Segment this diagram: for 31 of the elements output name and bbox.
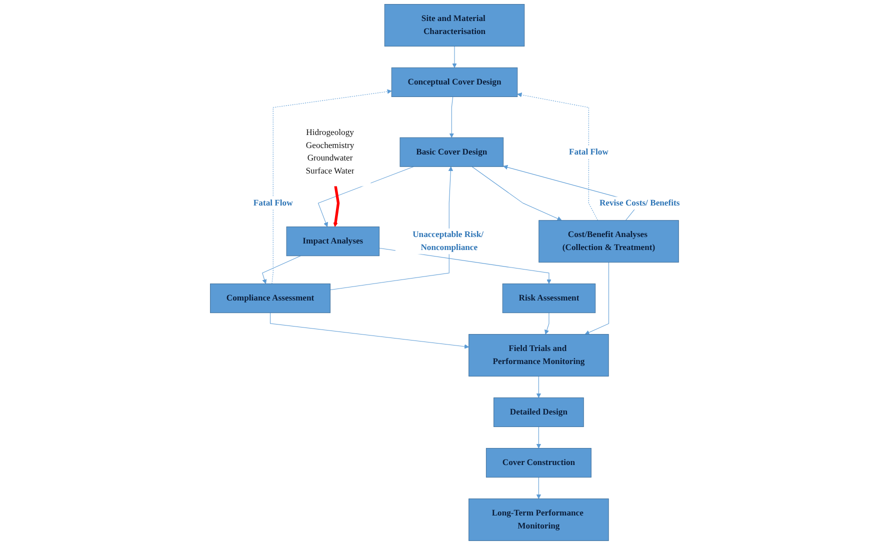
arrow xyxy=(452,46,457,68)
node-box: Long-Term Performance Monitoring xyxy=(468,498,609,541)
node-box: Cover Construction xyxy=(486,448,592,478)
edge-label: Revise Costs/ Benefits xyxy=(599,198,680,208)
arrow xyxy=(536,376,542,398)
node-box: Site and Material Characterisation xyxy=(384,4,525,46)
arrow xyxy=(262,256,301,284)
arrow xyxy=(544,312,550,335)
arrow xyxy=(584,262,610,335)
arrow xyxy=(272,89,392,284)
arrow xyxy=(330,166,454,290)
node-box: Detailed Design xyxy=(494,397,584,428)
arrow xyxy=(270,312,470,349)
node-box: Field Trials and Performance Monitoring xyxy=(468,334,609,376)
edge-label: Fatal Flow xyxy=(253,198,293,208)
node-box: Compliance Assessment xyxy=(210,284,330,314)
arrow xyxy=(318,166,414,228)
node-box: Risk Assessment xyxy=(502,284,596,314)
node-box: Conceptual Cover Design xyxy=(391,67,518,98)
arrow xyxy=(449,96,454,138)
node-box: Impact Analyses xyxy=(286,226,380,256)
arrow xyxy=(472,166,562,221)
node-box: Basic Cover Design xyxy=(400,137,504,167)
node-text: Hidrogeology Geochemistry Groundwater Surface Water xyxy=(306,128,354,176)
edge-label: Unacceptable Risk/ Noncompliance xyxy=(412,230,484,252)
edge-label: Fatal Flow xyxy=(568,147,608,156)
arrow xyxy=(536,426,542,448)
arrow xyxy=(333,186,340,228)
node-box: Cost/Benefit Analyses (Collection & Treatment) xyxy=(538,220,679,263)
arrow xyxy=(517,92,598,221)
arrow xyxy=(536,477,542,499)
